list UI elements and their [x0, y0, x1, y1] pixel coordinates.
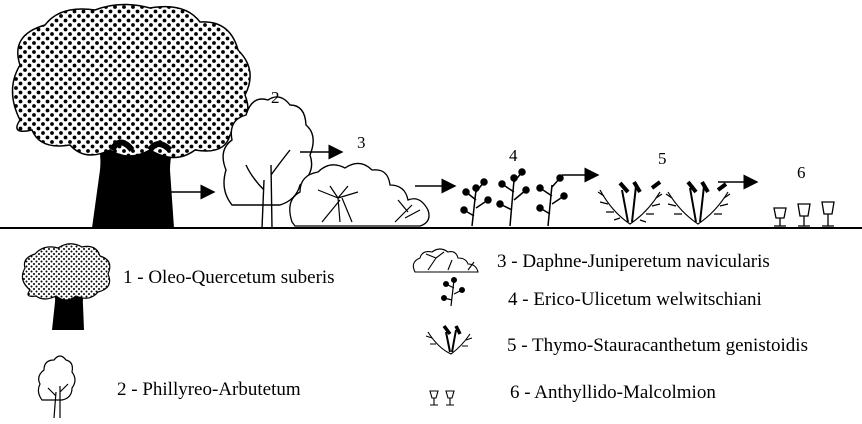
stage-number-6: 6 — [797, 163, 806, 183]
cork-oak-tree-icon — [22, 244, 109, 330]
spiny-shrub-icon — [426, 326, 472, 354]
spiny-shrubs — [598, 182, 730, 224]
stage-number-3: 3 — [357, 133, 366, 153]
shrub-cluster — [290, 163, 429, 226]
legend-label-4: 4 - Erico-Ulicetum welwitschiani — [508, 289, 762, 311]
shrub-cluster-icon — [413, 249, 478, 272]
heath-sprig-icon — [442, 278, 465, 306]
legend-label-2: 2 - Phillyreo-Arbutetum — [117, 379, 301, 401]
stage-number-2: 2 — [271, 88, 280, 108]
herb-flowers — [774, 202, 834, 226]
legend-label-5: 5 - Thymo-Stauracanthetum genistoidis — [507, 335, 808, 357]
stage-number-4: 4 — [509, 146, 518, 166]
legend-label-3: 3 - Daphne-Juniperetum navicularis — [497, 251, 770, 273]
stage-number-5: 5 — [658, 149, 667, 169]
legend-label-6: 6 - Anthyllido-Malcolmion — [510, 382, 716, 404]
heath-sprigs — [461, 169, 567, 226]
legend-label-1: 1 - Oleo-Quercetum suberis — [123, 267, 335, 289]
herb-flower-icon — [430, 391, 454, 405]
cork-oak-tree — [13, 4, 251, 228]
tall-shrub-icon — [38, 356, 75, 418]
